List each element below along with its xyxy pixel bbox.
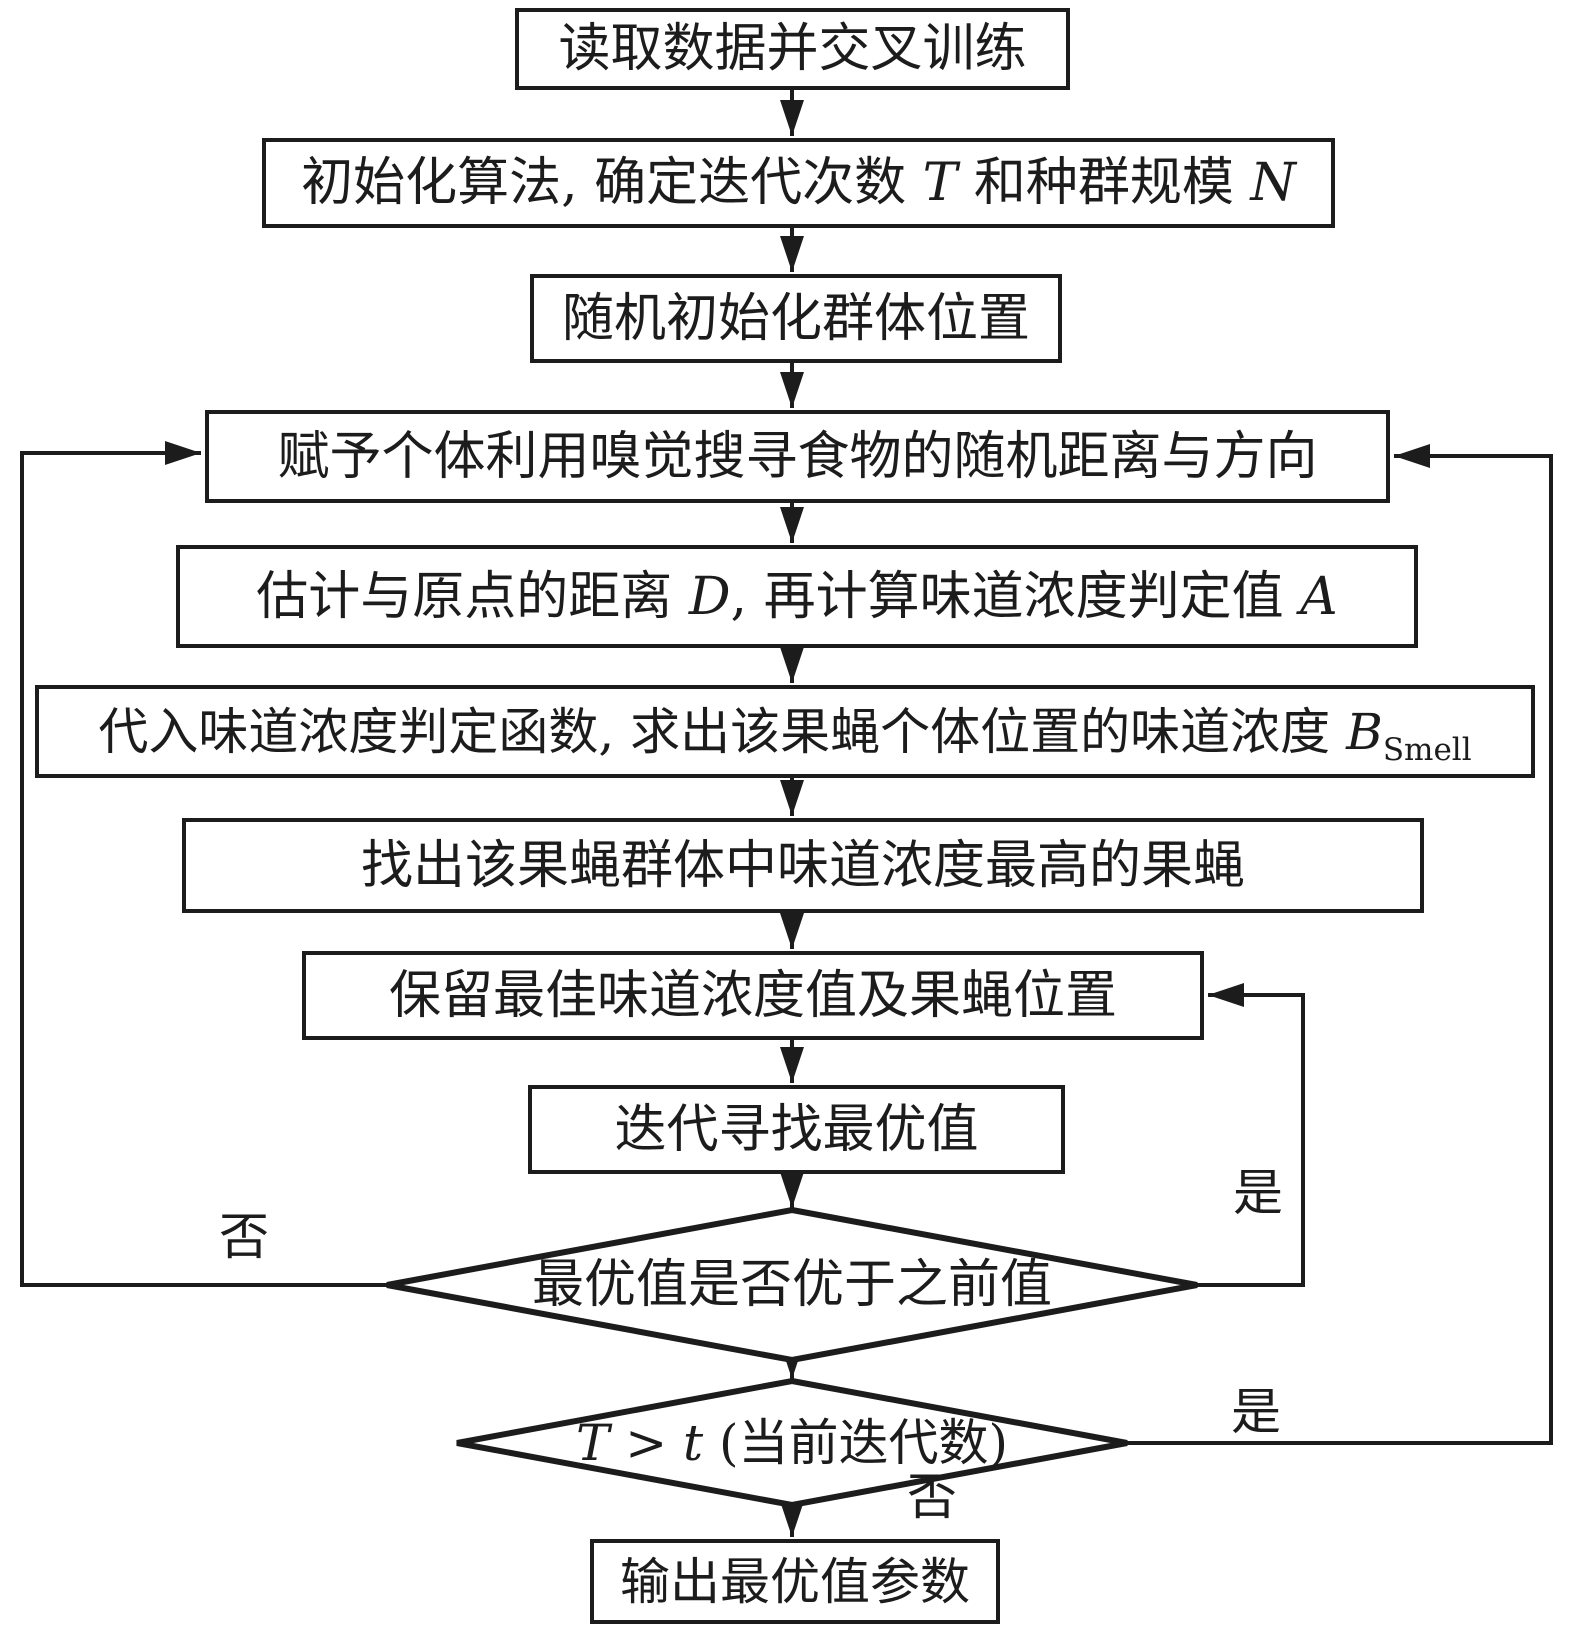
decision-diamond-iteration-count: [456, 1377, 1128, 1509]
italic-var-D: D: [688, 566, 731, 627]
loop-yes-to-keep-best: [1197, 983, 1305, 1287]
decision-diamond-better-value: [386, 1206, 1198, 1364]
decision-better-value-label: 最优值是否优于之前值: [531, 1255, 1052, 1315]
edge-label-no-better: 否: [219, 1208, 269, 1266]
process-keep-best: 保留最佳味道浓度值及果蝇位置: [302, 951, 1204, 1040]
process-iterate-search: 迭代寻找最优值: [528, 1085, 1065, 1174]
decision-iteration-count-label: T > t (当前迭代数): [575, 1414, 1009, 1472]
process-assign-random-direction-label: 赋予个体利用嗅觉搜寻食物的随机距离与方向: [277, 426, 1318, 487]
process-random-init: 随机初始化群体位置: [530, 274, 1062, 363]
italic-var-T2: T: [575, 1414, 610, 1472]
loop-no-to-assign: [20, 441, 387, 1287]
process-estimate-distance: 估计与原点的距离 D, 再计算味道浓度判定值 A: [176, 545, 1418, 648]
italic-var-N: N: [1250, 153, 1296, 213]
process-smell-concentration-label: 代入味道浓度判定函数, 求出该果蝇个体位置的味道浓度 BSmell: [98, 702, 1472, 768]
process-random-init-label: 随机初始化群体位置: [561, 288, 1030, 349]
edge-label-yes-better: 是: [1233, 1164, 1283, 1222]
process-keep-best-label: 保留最佳味道浓度值及果蝇位置: [388, 965, 1117, 1026]
process-read-data-label: 读取数据并交叉训练: [558, 19, 1027, 79]
process-init-algorithm-label: 初始化算法, 确定迭代次数 T 和种群规模 N: [301, 153, 1296, 213]
process-init-algorithm: 初始化算法, 确定迭代次数 T 和种群规模 N: [262, 138, 1335, 228]
loop-yes-to-assign: [1127, 444, 1553, 1445]
italic-var-T: T: [922, 153, 958, 213]
process-find-best-fly-label: 找出该果蝇群体中味道浓度最高的果蝇: [360, 835, 1245, 896]
edge-label-no-iteration: 否: [907, 1468, 957, 1526]
process-smell-concentration: 代入味道浓度判定函数, 求出该果蝇个体位置的味道浓度 BSmell: [35, 685, 1535, 778]
process-estimate-distance-label: 估计与原点的距离 D, 再计算味道浓度判定值 A: [256, 566, 1338, 627]
process-find-best-fly: 找出该果蝇群体中味道浓度最高的果蝇: [182, 818, 1424, 913]
italic-var-t: t: [683, 1414, 704, 1472]
process-read-data: 读取数据并交叉训练: [515, 8, 1070, 90]
edge-label-yes-iteration: 是: [1231, 1383, 1281, 1441]
process-iterate-search-label: 迭代寻找最优值: [614, 1099, 979, 1160]
subscript-smell: Smell: [1382, 731, 1472, 768]
process-assign-random-direction: 赋予个体利用嗅觉搜寻食物的随机距离与方向: [205, 410, 1390, 503]
process-output-params-label: 输出最优值参数: [620, 1552, 970, 1611]
process-output-params: 输出最优值参数: [590, 1539, 1000, 1624]
italic-var-B: B: [1346, 702, 1383, 761]
italic-var-A: A: [1300, 566, 1338, 627]
